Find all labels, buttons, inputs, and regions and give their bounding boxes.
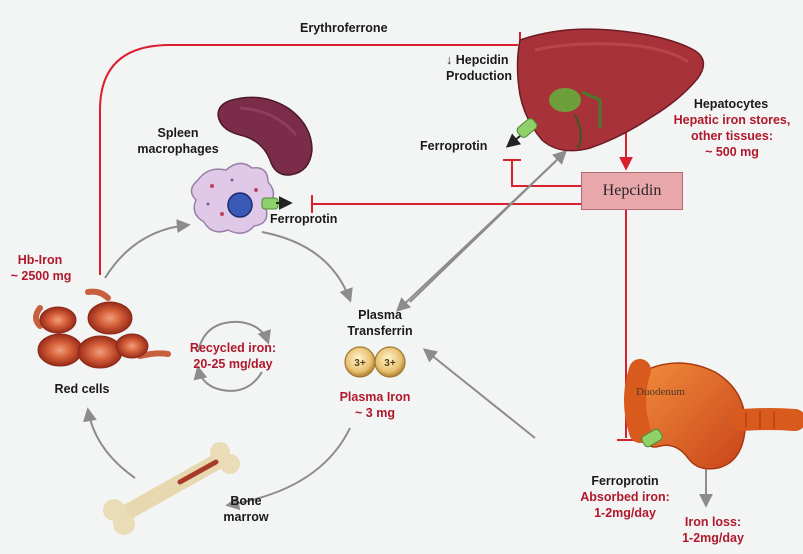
plasma-iron-line2: ~ 3 mg [355,406,395,420]
plasma-iron-line1: Plasma Iron [339,390,411,404]
erythroferrone-inhibition-line [99,44,518,275]
iron-loss-line1: Iron loss: [684,515,742,529]
liver-ferroprotin-label: Ferroprotin [420,139,488,153]
gut-to-transferrin-arrow [422,348,536,439]
hepcidin-to-liver-ferroprotin-line [511,160,581,187]
gut-ferroportin-icon [641,428,663,448]
iron-loss-line2: 1-2mg/day [682,531,744,545]
macrophage-to-transferrin-arrow [261,231,353,303]
recycled-iron-cycle-bottom [193,365,263,392]
spleen-label-line2: macrophages [137,142,219,156]
absorbed-iron-line2: 1-2mg/day [594,506,656,520]
recycled-iron-line2: 20-25 mg/day [193,357,273,371]
macrophage-ferroprotin-label: Ferroprotin [270,212,338,226]
transferrin-molecule: 3+ 3+ [344,346,406,378]
recycled-iron-line1: Recycled iron: [189,341,277,355]
recycled-iron-cycle-top [197,320,271,353]
hb-iron-line2: ~ 2500 mg [10,269,72,283]
hepatocytes-label: Hepatocytes [693,97,769,111]
bone-marrow-line1: Bone [230,494,262,508]
hepatic-stores-line2: other tissues: [691,129,773,143]
ion-label-right: 3+ [384,358,396,369]
gut-ferroprotin-label: Ferroprotin [591,474,659,488]
bone-to-redcells-arrow [83,407,136,479]
spleen-illustration [217,96,313,176]
hepatic-stores-line3: ~ 500 mg [705,145,759,159]
red-cells-label: Red cells [54,382,110,396]
erythroferrone-label: Erythroferrone [300,21,388,35]
hepcidin-production-line2: Production [446,69,512,83]
bone-illustration [103,442,240,535]
liver-to-transferrin-arrow [395,161,556,312]
duodenum-label: Duodenum [636,386,685,398]
red-blood-cells [33,288,171,369]
flow-arrows [83,150,713,511]
hepcidin-box: Hepcidin [581,172,683,210]
macrophage-ferroportin-icon [261,196,293,210]
bone-marrow-line2: marrow [223,510,269,524]
hepatic-stores-line1: Hepatic iron stores, [673,113,791,127]
spleen-label-line1: Spleen [157,126,199,140]
plasma-label-line2: Transferrin [347,324,413,338]
hepcidin-production-line1: ↓ Hepcidin [446,53,509,67]
duodenum-illustration [624,359,803,470]
liver-illustration [516,28,705,152]
absorbed-iron-line1: Absorbed iron: [580,490,670,504]
plasma-label-line1: Plasma [358,308,402,322]
redcells-to-spleen-arrow [104,219,191,279]
hb-iron-line1: Hb-Iron [17,253,63,267]
ion-label-left: 3+ [354,358,366,369]
macrophage-cell [190,162,275,234]
liver-ferroprotin-export-arrow [505,133,522,148]
transferrin-to-bone-arrow [225,427,351,511]
